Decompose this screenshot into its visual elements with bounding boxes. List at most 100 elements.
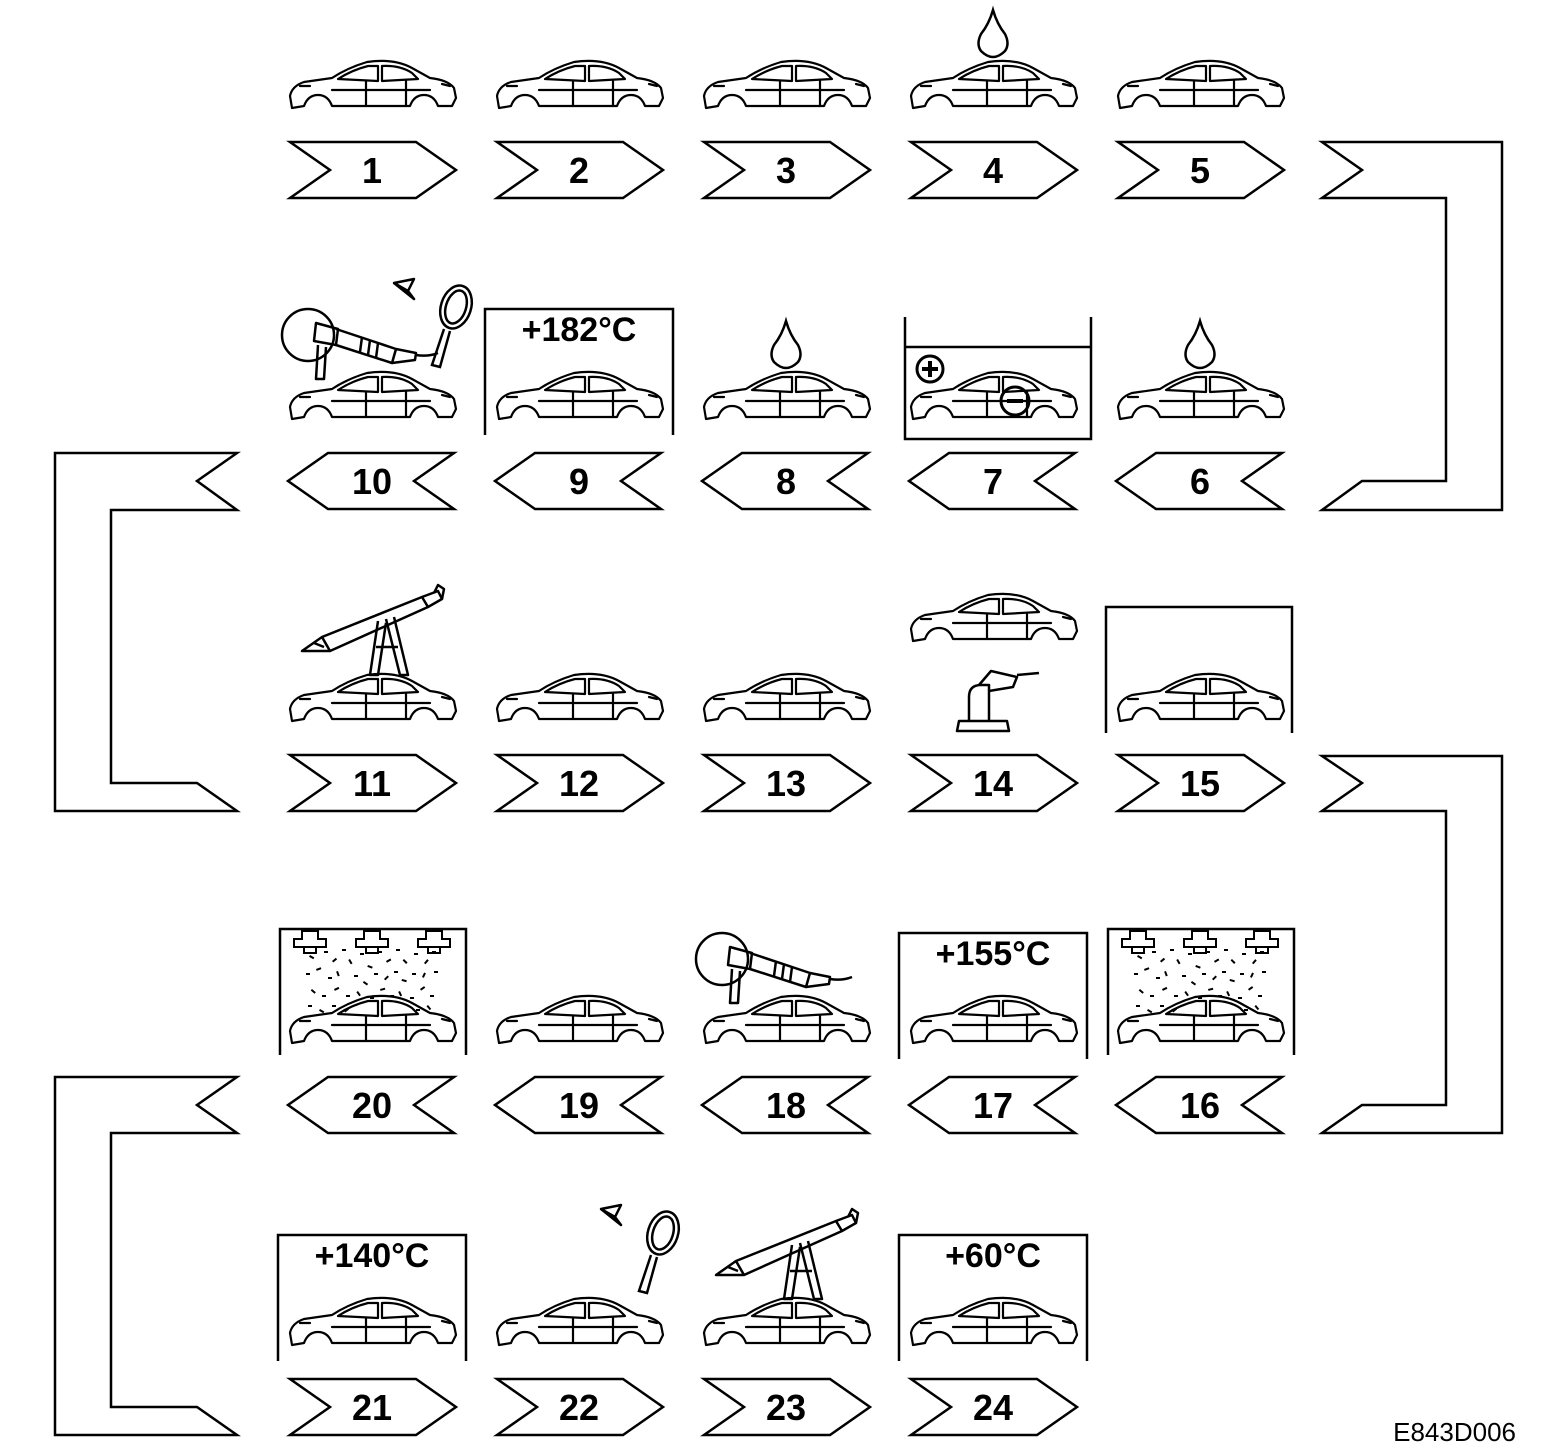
station-5: 5 — [1114, 59, 1287, 200]
station-13: 13 — [700, 672, 873, 813]
station-marker — [699, 1075, 872, 1135]
station-number: 6 — [1190, 461, 1210, 502]
station-marker — [700, 753, 873, 813]
station-number: 3 — [776, 150, 796, 191]
spray-nozzle-icon — [1183, 930, 1217, 954]
car-body-icon — [495, 370, 665, 421]
station-9: 9+182°C — [483, 307, 675, 511]
station-marker — [286, 1377, 459, 1437]
station-17: 17+155°C — [897, 931, 1089, 1135]
car-body-icon — [702, 370, 872, 421]
car-body-icon — [495, 59, 665, 110]
station-15: 15 — [1104, 605, 1294, 813]
car-body-icon — [495, 1296, 665, 1347]
station-2: 2 — [493, 59, 666, 200]
paint-spray-icon — [306, 949, 438, 1014]
car-body-icon — [702, 59, 872, 110]
station-number: 13 — [766, 763, 806, 804]
station-number: 14 — [973, 763, 1013, 804]
station-4: 4 — [907, 8, 1080, 200]
station-22: 22 — [493, 1203, 686, 1437]
car-body-icon — [1116, 59, 1286, 110]
station-marker — [492, 1075, 665, 1135]
minus-icon — [999, 385, 1031, 417]
spray-nozzle-icon — [417, 930, 451, 954]
station-marker — [286, 753, 459, 813]
oven-icon — [483, 307, 675, 435]
plus-icon — [915, 354, 945, 384]
electro-dip-tank-icon — [903, 317, 1093, 441]
station-number: 1 — [362, 150, 382, 191]
car-body-icon — [702, 672, 872, 723]
connector-15-to-16 — [1317, 754, 1504, 1135]
connector-5-to-6 — [1318, 140, 1504, 512]
car-body-icon — [495, 672, 665, 723]
station-number: 18 — [766, 1085, 806, 1126]
booth-icon — [1104, 605, 1294, 733]
car-body-icon — [288, 672, 458, 723]
station-marker — [1113, 1075, 1286, 1135]
station-marker — [493, 140, 666, 200]
spray-nozzle-icon — [293, 930, 327, 954]
station-23: 23 — [700, 1207, 873, 1437]
car-body-icon — [288, 994, 458, 1045]
figure-code: E843D006 — [1393, 1417, 1516, 1447]
station-marker — [700, 140, 873, 200]
car-body-icon — [1116, 994, 1286, 1045]
station-8: 8 — [699, 319, 872, 511]
car-body-icon — [909, 59, 1079, 110]
station-marker — [285, 1075, 458, 1135]
car-body-icon — [1116, 370, 1286, 421]
car-body-icon — [1116, 672, 1286, 723]
station-marker — [1114, 753, 1287, 813]
oven-temperature: +155°C — [936, 935, 1051, 973]
station-number: 2 — [569, 150, 589, 191]
station-16: 16 — [1106, 927, 1296, 1135]
connector-20-to-21 — [53, 1075, 241, 1437]
station-number: 21 — [352, 1387, 392, 1428]
station-number: 9 — [569, 461, 589, 502]
station-marker — [906, 451, 1079, 511]
spray-booth-icon — [1106, 927, 1296, 1055]
station-marker — [286, 140, 459, 200]
station-number: 16 — [1180, 1085, 1220, 1126]
station-number: 10 — [352, 461, 392, 502]
oven-icon — [276, 1233, 468, 1361]
drop-icon — [1184, 319, 1216, 370]
station-marker — [907, 140, 1080, 200]
station-number: 15 — [1180, 763, 1220, 804]
drop-icon — [977, 8, 1009, 59]
station-20: 20 — [278, 927, 468, 1135]
station-number: 19 — [559, 1085, 599, 1126]
sealant-gun-icon — [300, 583, 446, 677]
spray-nozzle-icon — [355, 930, 389, 954]
station-marker — [700, 1377, 873, 1437]
oven-icon — [897, 1233, 1089, 1361]
station-number: 4 — [983, 150, 1003, 191]
conveyor-connectors — [53, 140, 1504, 1437]
station-marker — [1113, 451, 1286, 511]
inspection-light-icon — [599, 1203, 623, 1227]
station-3: 3 — [700, 59, 873, 200]
station-marker — [907, 753, 1080, 813]
spray-booth-icon — [278, 927, 468, 1055]
spray-nozzle-icon — [1245, 930, 1279, 954]
magnifier-icon — [637, 1206, 686, 1295]
spray-nozzle-icon — [1121, 930, 1155, 954]
oven-icon — [897, 931, 1089, 1059]
station-number: 23 — [766, 1387, 806, 1428]
inspection-light-icon — [392, 277, 416, 301]
station-number: 22 — [559, 1387, 599, 1428]
station-number: 7 — [983, 461, 1003, 502]
car-body-icon — [702, 1296, 872, 1347]
connector-10-to-11 — [53, 451, 241, 813]
sander-icon — [280, 307, 440, 381]
station-number: 24 — [973, 1387, 1013, 1428]
station-marker — [907, 1377, 1080, 1437]
station-marker — [699, 451, 872, 511]
station-marker — [1114, 140, 1287, 200]
station-number: 5 — [1190, 150, 1210, 191]
station-number: 20 — [352, 1085, 392, 1126]
station-marker — [493, 1377, 666, 1437]
